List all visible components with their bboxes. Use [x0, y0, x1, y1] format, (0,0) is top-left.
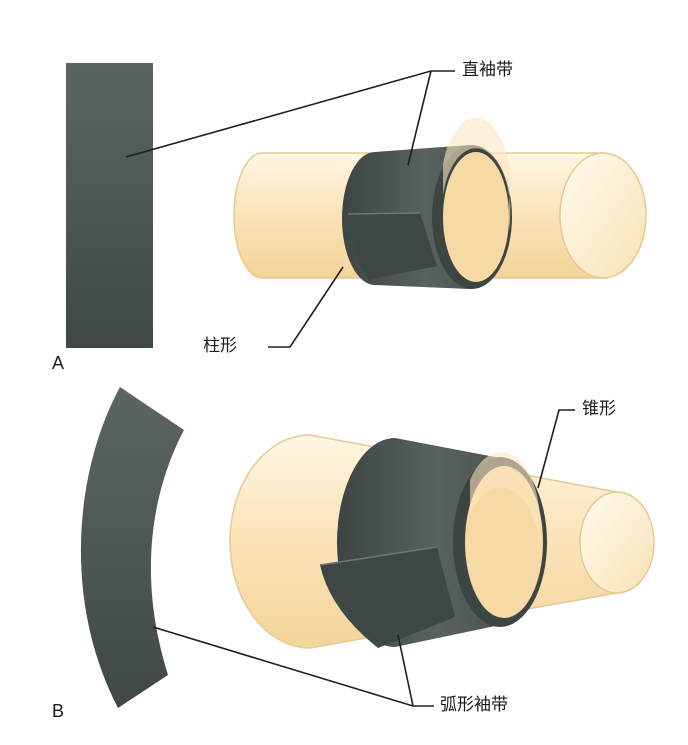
straight-sleeve-flat: [66, 63, 153, 348]
straight-sleeve-wrapped: [342, 118, 512, 289]
leader-lines: [125, 70, 575, 707]
leader-cylindrical: [268, 266, 344, 348]
curved-sleeve-wrapped: [319, 438, 547, 648]
leader-straight-sleeve-2: [407, 70, 432, 166]
panel-b-letter: B: [52, 701, 65, 721]
label-curved-sleeve: 弧形袖带: [440, 695, 508, 715]
leader-conical: [537, 409, 575, 489]
curved-sleeve-flat: [80, 387, 184, 708]
panel-a: [66, 63, 647, 348]
leader-curved-sleeve-2: [397, 634, 414, 707]
label-conical: 锥形: [582, 399, 616, 419]
label-straight-sleeve: 直袖带: [462, 60, 513, 80]
panel-a-letter: A: [52, 353, 65, 373]
panel-b: [80, 387, 655, 708]
label-cylindrical: 柱形: [203, 336, 237, 356]
leader-straight-sleeve: [125, 70, 455, 158]
